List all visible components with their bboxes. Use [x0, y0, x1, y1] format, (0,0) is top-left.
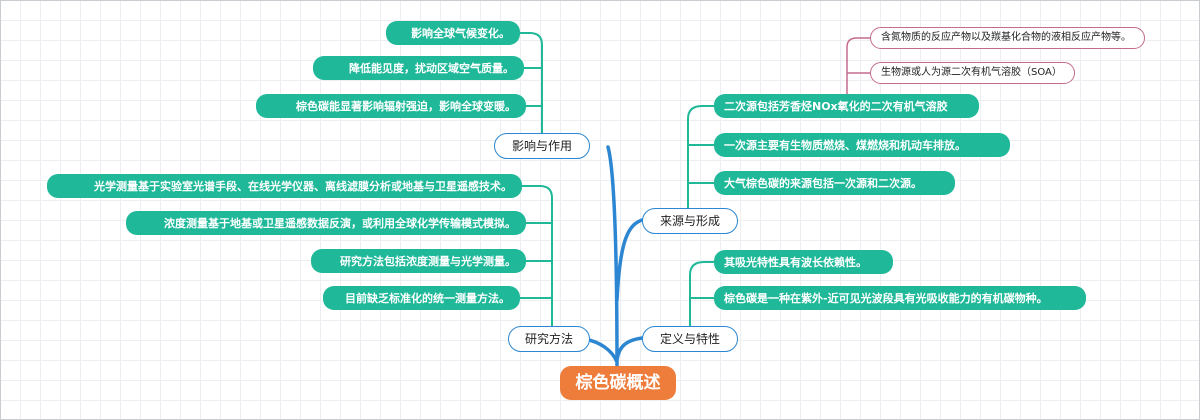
sub-links [846, 37, 871, 95]
trunk-line [583, 145, 644, 370]
root-topic[interactable]: 棕色碳概述 [560, 366, 676, 400]
source-item[interactable]: 一次源主要有生物质燃烧、煤燃烧和机动车排放。 [714, 133, 1010, 157]
source-item[interactable]: 大气棕色碳的来源包括一次源和二次源。 [714, 171, 955, 195]
impact-links [519, 32, 543, 137]
source-sub-item[interactable]: 生物源或人为源二次有机气溶胶（SOA） [870, 62, 1075, 84]
methods-item[interactable]: 目前缺乏标准化的统一测量方法。 [323, 286, 520, 310]
branch-methods[interactable]: 研究方法 [508, 326, 590, 352]
definition-links [689, 261, 715, 327]
methods-item[interactable]: 光学测量基于实验室光谱手段、在线光学仪器、离线滤膜分析或地基与卫星遥感技术。 [47, 174, 522, 198]
methods-item[interactable]: 研究方法包括浓度测量与光学测量。 [311, 249, 526, 273]
methods-item[interactable]: 浓度测量基于地基或卫星遥感数据反演，或利用全球化学传输模式模拟。 [126, 211, 526, 235]
definition-item[interactable]: 其吸光特性具有波长依赖性。 [714, 250, 893, 274]
impact-item[interactable]: 棕色碳能显著影响辐射强迫，影响全球变暖。 [256, 94, 526, 118]
impact-item[interactable]: 降低能见度，扰动区域空气质量。 [313, 56, 524, 80]
source-sub-item[interactable]: 含氮物质的反应产物以及羰基化合物的液相反应产物等。 [870, 27, 1145, 49]
branch-source[interactable]: 来源与形成 [642, 208, 738, 234]
branch-definition[interactable]: 定义与特性 [642, 326, 738, 352]
definition-item[interactable]: 棕色碳是一种在紫外-近可见光波段具有光吸收能力的有机碳物种。 [714, 286, 1086, 310]
source-item[interactable]: 二次源包括芳香烃NOx氧化的二次有机气溶胶 [714, 94, 979, 118]
branch-impact[interactable]: 影响与作用 [494, 133, 590, 159]
methods-links [519, 185, 553, 327]
source-links [687, 105, 715, 209]
impact-item[interactable]: 影响全球气候变化。 [386, 21, 520, 45]
